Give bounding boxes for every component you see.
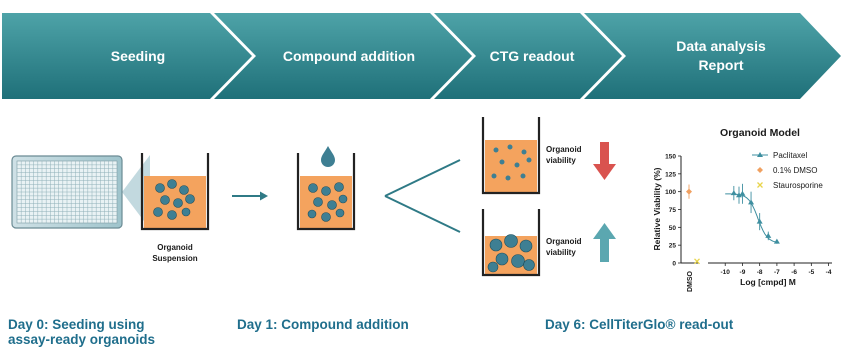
suspension-label-line1: Organoid [157, 243, 193, 252]
chart-x-label: Log [cmpd] M [740, 277, 796, 287]
y-tick-label: 25 [669, 243, 677, 250]
paclitaxel-point [730, 190, 737, 196]
split-arrow-icon [384, 159, 461, 233]
dmso-tick-label: DMSO [687, 270, 694, 292]
step-label-ctg-readout: CTG readout [490, 48, 575, 64]
well-plate-icon [11, 155, 150, 229]
organoid-cluster [153, 179, 195, 220]
down-arrow-icon [593, 142, 616, 180]
dose-response-chart: Organoid Model Relative Viability (%) Lo… [652, 127, 832, 292]
day0-line1: Day 0: Seeding using [8, 317, 145, 332]
droplet-icon [321, 146, 335, 167]
suspension-label-line2: Suspension [152, 254, 197, 263]
paclitaxel-point [748, 199, 755, 205]
x-tick-label: -7 [774, 269, 780, 276]
x-tick-label: -5 [808, 269, 814, 276]
viability-label-top-line2: viability [546, 156, 576, 165]
y-tick-label: 125 [665, 171, 676, 178]
x-tick-label: -6 [791, 269, 797, 276]
legend-marker [757, 152, 763, 157]
staurosporine-point [694, 258, 700, 265]
y-tick-label: 100 [665, 189, 676, 196]
arrow-right-icon [232, 191, 268, 201]
day0-line2: assay-ready organoids [8, 332, 156, 347]
chart-y-label: Relative Viability (%) [652, 167, 662, 250]
compound-addition-well [296, 146, 356, 231]
legend-marker [757, 167, 763, 173]
paclitaxel-point [765, 232, 772, 238]
legend-marker [757, 182, 763, 188]
step-label-seeding: Seeding [111, 48, 165, 64]
seeding-well: Organoid Suspension [140, 153, 210, 263]
paclitaxel-point [756, 218, 763, 224]
paclitaxel-point [773, 238, 780, 244]
y-tick-label: 50 [669, 225, 677, 232]
legend-entry: Paclitaxel [773, 151, 807, 160]
viability-label-top-line1: Organoid [546, 145, 582, 154]
chevron-seeding [2, 13, 252, 99]
step-label-compound-addition: Compound addition [283, 48, 415, 64]
chart-title: Organoid Model [720, 127, 800, 139]
chevron-data-analysis [584, 13, 841, 99]
x-tick-label: -8 [757, 269, 763, 276]
legend-entry: Staurosporine [773, 181, 823, 190]
x-tick-label: -9 [740, 269, 746, 276]
step-label-report: Report [698, 57, 743, 73]
paclitaxel-point [736, 192, 742, 198]
y-tick-label: 150 [665, 154, 676, 161]
chevron-compound-addition [214, 13, 472, 99]
day1-label: Day 1: Compound addition [237, 317, 409, 332]
x-tick-label: -10 [721, 269, 731, 276]
chevron-ctg-readout [434, 13, 622, 99]
viability-label-bottom-line2: viability [546, 248, 576, 257]
high-viability-well: Organoid viability [481, 209, 616, 277]
step-label-data-analysis: Data analysis [676, 38, 766, 54]
day0-label: Day 0: Seeding using assay-ready organoi… [8, 317, 155, 347]
up-arrow-icon [593, 223, 616, 262]
y-tick-label: 75 [669, 207, 677, 214]
paclitaxel-point [739, 190, 746, 196]
low-viability-well: Organoid viability [481, 117, 616, 195]
x-tick-label: -4 [826, 269, 832, 276]
y-tick-label: 0 [672, 261, 676, 268]
viability-label-bottom-line1: Organoid [546, 237, 582, 246]
legend-entry: 0.1% DMSO [773, 166, 817, 175]
day6-label: Day 6: CellTiterGlo® read-out [545, 317, 734, 332]
dmso-point [686, 188, 692, 195]
process-chevrons: Seeding Compound addition CTG readout Da… [2, 13, 841, 99]
